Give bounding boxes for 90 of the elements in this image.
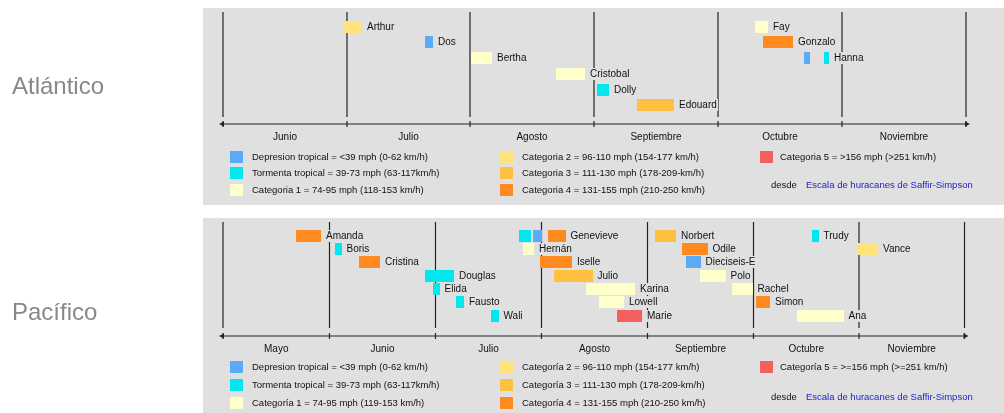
source-text: desde xyxy=(771,391,797,403)
storm-name: Amanda xyxy=(325,230,365,242)
storm-name: Vance xyxy=(882,243,912,255)
storm-bar xyxy=(533,230,542,242)
storm-bar xyxy=(824,52,829,64)
storm-bar xyxy=(556,68,585,80)
storm-bar xyxy=(804,52,810,64)
legend-text: Categoría 5 = >=156 mph (>=251 km/h) xyxy=(780,361,948,373)
storm-bar xyxy=(425,36,433,48)
storm-name: Dos xyxy=(437,36,457,48)
storm-bar xyxy=(857,243,878,255)
legend-text: Categoría 2 = 96-110 mph (154-177 km/h) xyxy=(522,361,700,373)
month-label: Agosto xyxy=(515,131,549,143)
storm-name: Elida xyxy=(443,283,468,295)
storm-name: Simon xyxy=(774,296,805,308)
storm-name: Fausto xyxy=(468,296,501,308)
storm-bar xyxy=(344,21,362,33)
storm-bar xyxy=(585,283,635,295)
legend-text: Categoría 1 = 74-95 mph (119-153 km/h) xyxy=(252,397,425,409)
month-label: Mayo xyxy=(263,343,290,355)
storm-bar xyxy=(686,256,701,268)
storm-bar xyxy=(334,243,342,255)
storm-name: Cristobal xyxy=(589,68,631,80)
source-link: Escala de huracanes de Saffir-Simpson xyxy=(806,391,973,403)
legend-text: Depresion tropical = <39 mph (0-62 km/h) xyxy=(252,151,428,163)
storm-name: Genevieve xyxy=(569,230,620,242)
month-label: Octubre xyxy=(787,343,826,355)
section-title: Atlántico xyxy=(12,72,105,100)
legend-text: Depresion tropical = <39 mph (0-62 km/h) xyxy=(252,361,428,373)
storm-bar xyxy=(540,256,572,268)
storm-name: Cristina xyxy=(384,256,420,268)
storm-bar xyxy=(597,84,609,96)
storm-name: Norbert xyxy=(680,230,716,242)
storm-name: Ana xyxy=(847,310,868,322)
storm-name: Lowell xyxy=(628,296,659,308)
storm-bar xyxy=(637,99,674,111)
storm-name: Dolly xyxy=(613,84,638,96)
storm-bar xyxy=(491,310,499,322)
storm-bar xyxy=(811,230,819,242)
month-label: Octubre xyxy=(761,131,799,143)
legend-text: Categoria 4 = 131-155 mph (210-250 km/h) xyxy=(522,184,705,196)
month-label: Noviembre xyxy=(886,343,937,355)
month-label: Julio xyxy=(477,343,500,355)
legend-text: Categoria 3 = 111-130 mph (178-209-km/h) xyxy=(522,167,705,179)
storm-bar xyxy=(432,283,440,295)
storm-name: Hernán xyxy=(538,243,573,255)
legend-text: Categoria 2 = 96-110 mph (154-177 km/h) xyxy=(522,151,699,163)
month-label: Junio xyxy=(272,131,298,143)
storm-name: Fay xyxy=(772,21,791,33)
month-label: Septiembre xyxy=(629,131,683,143)
legend-text: Categoría 4 = 131-155 mph (210-250 km/h) xyxy=(522,397,706,409)
storm-name: Wali xyxy=(502,310,524,322)
storm-bar xyxy=(456,296,464,308)
legend-text: Categoria 5 = >156 mph (>251 km/h) xyxy=(780,151,937,163)
storm-name: Dieciseis-E xyxy=(704,256,757,268)
source-link: Escala de huracanes de Saffir-Simpson xyxy=(806,179,973,191)
month-label: Junio xyxy=(369,343,396,355)
storm-name: Odile xyxy=(711,243,737,255)
legend-text: Categoría 3 = 111-130 mph (178-209-km/h) xyxy=(522,379,705,391)
storm-name: Karina xyxy=(639,283,670,295)
storm-name: Rachel xyxy=(756,283,790,295)
storm-name: Trudy xyxy=(822,230,850,242)
storm-bar xyxy=(599,296,624,308)
storm-name: Gonzalo xyxy=(797,36,837,48)
storm-name: Bertha xyxy=(496,52,528,64)
source-text: desde xyxy=(771,179,797,191)
legend-text: Categoria 1 = 74-95 mph (118-153 km/h) xyxy=(252,184,424,196)
storm-bar xyxy=(616,310,642,322)
storm-name: Arthur xyxy=(366,21,396,33)
storm-name: Iselle xyxy=(576,256,602,268)
storm-name: Boris xyxy=(345,243,371,255)
storm-bar xyxy=(797,310,844,322)
month-label: Septiembre xyxy=(673,343,728,355)
month-label: Julio xyxy=(397,131,420,143)
storm-bar xyxy=(655,230,676,242)
section-title: Pacífico xyxy=(12,298,98,326)
storm-bar xyxy=(471,52,492,64)
storm-bar xyxy=(731,283,753,295)
storm-bar xyxy=(296,230,321,242)
storm-bar xyxy=(763,36,793,48)
legend-text: Tormenta tropical = 39-73 mph (63-117km/h) xyxy=(252,379,440,391)
storm-name: Hanna xyxy=(833,52,865,64)
storm-bar xyxy=(359,256,380,268)
legend-text: Tormenta tropical = 39-73 mph (63-117km/h) xyxy=(252,167,440,179)
storm-bar xyxy=(682,243,708,255)
storm-name: Marie xyxy=(646,310,673,322)
month-label: Agosto xyxy=(577,343,612,355)
storm-bar xyxy=(755,21,768,33)
month-label: Noviembre xyxy=(878,131,930,143)
storm-name: Edouard xyxy=(678,99,718,111)
